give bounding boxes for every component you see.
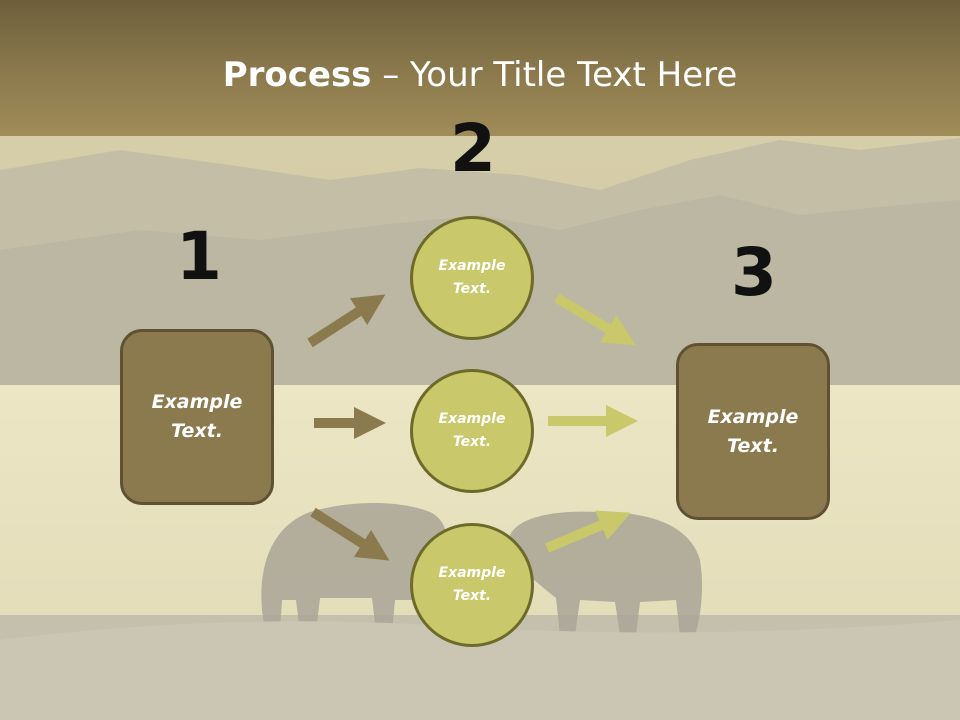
title-band xyxy=(0,0,960,136)
step-number-1: 1 xyxy=(176,218,222,295)
arrow-circle1-to-box3 xyxy=(554,293,636,346)
circle3-line1: Example xyxy=(438,565,506,581)
circle3-line2: Text. xyxy=(452,588,492,604)
circle2-line1: Example xyxy=(438,411,506,427)
arrow-box1-to-circle3 xyxy=(310,507,390,561)
title-rest: – Your Title Text Here xyxy=(371,55,738,95)
circle1-line1: Example xyxy=(438,258,506,274)
arrow-circle3-to-box3 xyxy=(545,510,631,553)
slide-title: Process – Your Title Text Here xyxy=(0,54,960,96)
step-number-3: 3 xyxy=(731,234,777,311)
box3-line2: Text. xyxy=(727,434,779,457)
box3-line1: Example xyxy=(707,405,799,428)
circle2-line2: Text. xyxy=(452,434,492,450)
arrow-box1-to-circle1 xyxy=(307,294,386,348)
box1-line1: Example xyxy=(151,391,243,413)
step-number-2: 2 xyxy=(450,110,496,187)
title-bold: Process xyxy=(222,55,372,95)
circle1-line2: Text. xyxy=(452,281,492,297)
box1-line2: Text. xyxy=(171,420,223,442)
